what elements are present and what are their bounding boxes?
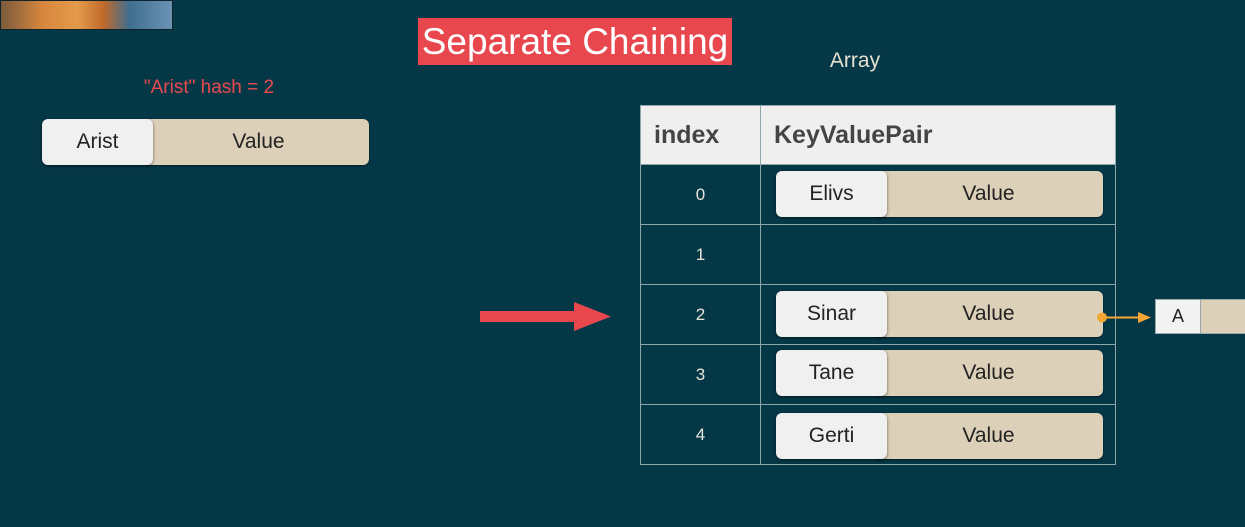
array-label: Array [829, 49, 881, 72]
index-pointer-arrow-icon [480, 302, 611, 331]
table-header-row: index KeyValuePair [640, 105, 1116, 165]
index-column-header: index [640, 105, 761, 165]
row-index: 2 [640, 284, 761, 345]
row-index: 4 [640, 404, 761, 465]
chained-node: A [1155, 299, 1245, 334]
keyvaluepair-column-header: KeyValuePair [760, 105, 1116, 165]
key-value-pair: Value Gerti [776, 413, 1103, 459]
table-row: 0 Value Elivs [640, 164, 1116, 225]
key-value-pair: Value Sinar [776, 291, 1103, 337]
row-kv-cell: Value Elivs [760, 164, 1116, 225]
row-kv-cell: Value Tane [760, 344, 1116, 405]
presenter-webcam-thumbnail [0, 0, 173, 30]
row-index: 0 [640, 164, 761, 225]
row-kv-cell-empty [760, 224, 1116, 285]
chained-node-value [1200, 299, 1245, 334]
incoming-key-box: Arist [42, 119, 153, 165]
key-box: Elivs [776, 171, 887, 217]
table-row: 4 Value Gerti [640, 404, 1116, 465]
incoming-key-value-pair: Value Arist [42, 119, 369, 165]
table-row: 2 Value Sinar [640, 284, 1116, 345]
table-row: 3 Value Tane [640, 344, 1116, 405]
incoming-value-text: Value [232, 130, 285, 153]
value-box: Value [874, 171, 1103, 217]
row-index: 3 [640, 344, 761, 405]
slide-title: Separate Chaining [418, 18, 732, 65]
row-kv-cell: Value Gerti [760, 404, 1116, 465]
value-box: Value [874, 291, 1103, 337]
table-row: 1 [640, 224, 1116, 285]
key-value-pair: Value Tane [776, 350, 1103, 396]
key-box: Gerti [776, 413, 887, 459]
key-value-pair: Value Elivs [776, 171, 1103, 217]
chain-link-arrow-icon [1097, 312, 1151, 323]
hash-label: "Arist" hash = 2 [143, 77, 275, 98]
key-box: Tane [776, 350, 887, 396]
row-index: 1 [640, 224, 761, 285]
row-kv-cell: Value Sinar [760, 284, 1116, 345]
key-box: Sinar [776, 291, 887, 337]
chained-node-key: A [1155, 299, 1201, 334]
value-box: Value [874, 413, 1103, 459]
hash-array-table: index KeyValuePair 0 Value Elivs 1 2 Val… [640, 105, 1116, 465]
incoming-value-box: Value [142, 119, 369, 165]
value-box: Value [874, 350, 1103, 396]
